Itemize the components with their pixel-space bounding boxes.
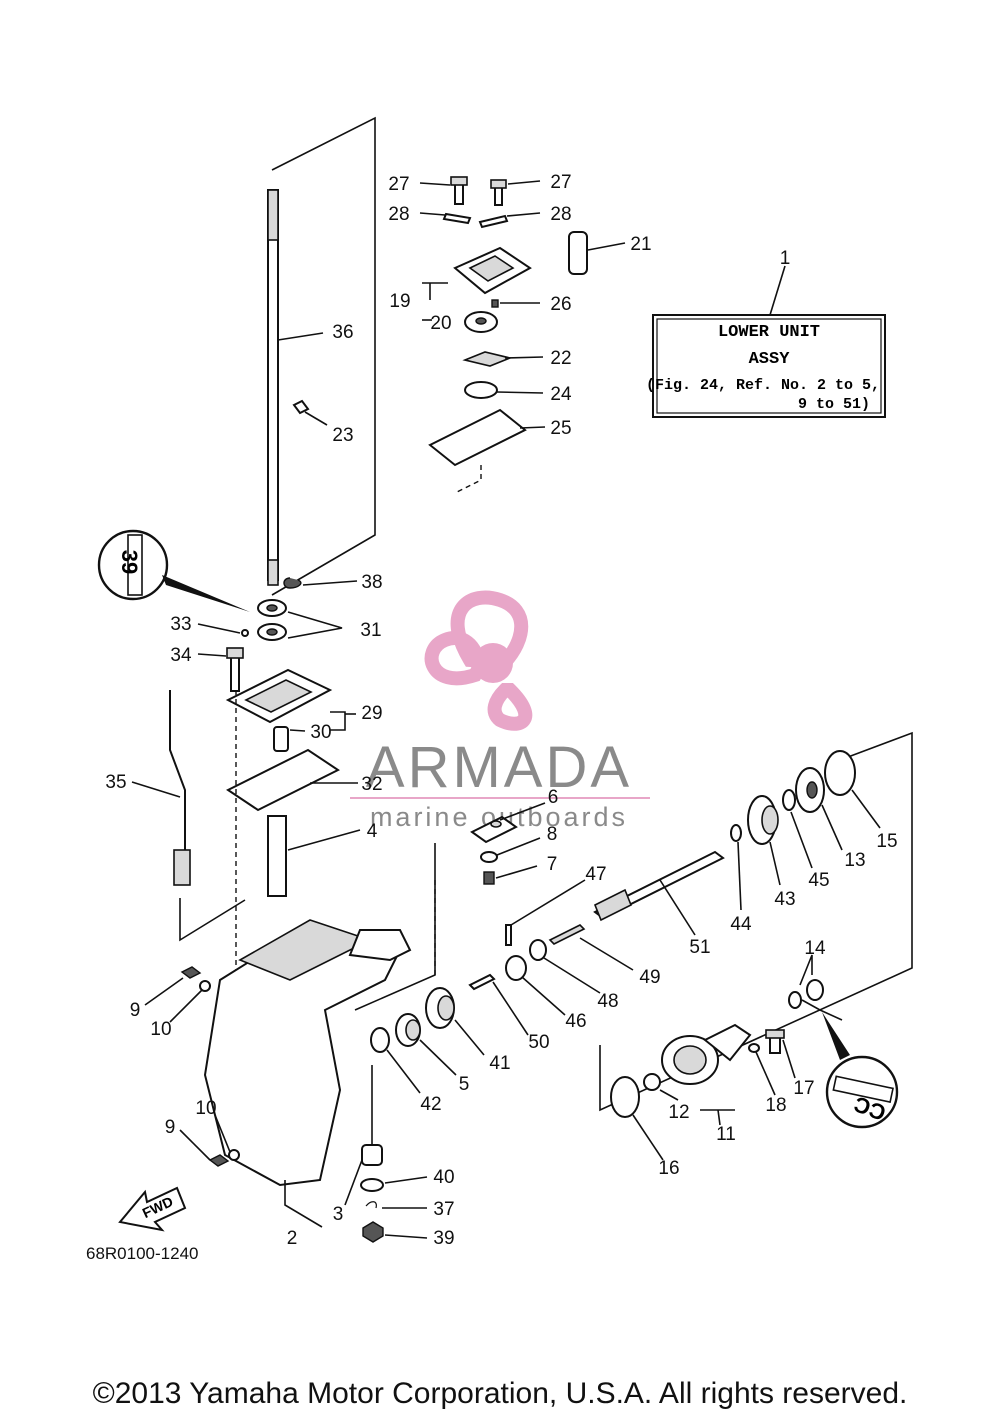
callout-47: 47 (585, 864, 606, 885)
callout-labels: 1 2 3 4 5 6 7 8 9 9 10 10 11 12 13 14 15… (105, 172, 897, 1249)
gear-shaft-group (344, 802, 634, 1243)
drive-shaft-group (267, 116, 376, 596)
callout-44: 44 (730, 914, 752, 935)
callout-27b: 27 (550, 172, 571, 193)
propeller-logo-icon (424, 590, 533, 731)
callout-48: 48 (597, 991, 618, 1012)
callout-17: 17 (793, 1078, 814, 1099)
callout-8: 8 (547, 824, 558, 845)
callout-27a: 27 (388, 174, 409, 195)
callout-36: 36 (332, 322, 353, 343)
upper-housing-group (131, 577, 361, 970)
forward-arrow-icon: FWD (118, 1186, 187, 1232)
callout-14: 14 (804, 938, 826, 959)
callout-11: 11 (716, 1124, 736, 1145)
callout-28a: 28 (388, 204, 409, 225)
callout-30: 30 (310, 722, 331, 743)
callout-51: 51 (689, 937, 710, 958)
callout-22: 22 (550, 348, 571, 369)
badge-top-text: 39 (117, 550, 142, 574)
callout-2: 2 (287, 1228, 298, 1249)
callout-43: 43 (774, 889, 795, 910)
callout-9a: 9 (130, 1000, 141, 1021)
callout-13: 13 (844, 850, 865, 871)
diagram-code: 68R0100-1240 (86, 1244, 199, 1263)
callout-38: 38 (361, 572, 382, 593)
callout-3: 3 (333, 1204, 344, 1225)
callout-33: 33 (170, 614, 191, 635)
callout-42: 42 (420, 1094, 441, 1115)
callout-15: 15 (876, 831, 897, 852)
callout-19: 19 (389, 291, 410, 312)
callout-6: 6 (548, 787, 559, 808)
callout-49: 49 (639, 967, 660, 988)
copyright-notice: ©2013 Yamaha Motor Corporation, U.S.A. A… (92, 1377, 908, 1410)
callout-29: 29 (361, 703, 382, 724)
callout-46: 46 (565, 1011, 586, 1032)
callout-41: 41 (489, 1053, 510, 1074)
callout-5: 5 (459, 1074, 470, 1095)
callout-26: 26 (550, 294, 571, 315)
callout-50: 50 (528, 1032, 549, 1053)
assy-note-2: 9 to 51) (798, 396, 870, 413)
assy-title: LOWER UNIT (718, 323, 820, 342)
assy-subtitle: ASSY (749, 350, 791, 369)
callout-4: 4 (367, 821, 378, 842)
callout-25: 25 (550, 418, 571, 439)
watermark-brand: ARMADA (366, 735, 632, 800)
assy-note-1: (Fig. 24, Ref. No. 2 to 5, (646, 377, 880, 394)
callout-40: 40 (433, 1167, 454, 1188)
propeller-shaft-group (593, 731, 913, 1161)
callout-32: 32 (361, 774, 382, 795)
callout-18: 18 (765, 1095, 786, 1116)
callout-10b: 10 (195, 1098, 216, 1119)
callout-7: 7 (547, 854, 558, 875)
callout-16: 16 (658, 1158, 679, 1179)
lubricant-badge-top: 39 (97, 529, 250, 612)
callout-31: 31 (360, 620, 381, 641)
callout-28b: 28 (550, 204, 571, 225)
callout-45: 45 (808, 870, 829, 891)
callout-20: 20 (430, 313, 451, 334)
water-pump-group (419, 176, 626, 494)
callout-12: 12 (668, 1102, 689, 1123)
armada-watermark: ARMADA marine outboards (350, 590, 650, 832)
lubricant-badge-bottom: CC (822, 1012, 899, 1129)
callout-1: 1 (780, 248, 791, 269)
callout-34: 34 (170, 645, 192, 666)
callout-9b: 9 (165, 1117, 176, 1138)
lower-unit-assy-box: LOWER UNIT ASSY (Fig. 24, Ref. No. 2 to … (646, 265, 886, 418)
callout-37: 37 (433, 1199, 454, 1220)
callout-23: 23 (332, 425, 353, 446)
callout-24: 24 (550, 384, 572, 405)
callout-21: 21 (630, 234, 651, 255)
lower-casing (144, 843, 436, 1228)
callout-35: 35 (105, 772, 126, 793)
callout-10a: 10 (150, 1019, 171, 1040)
callout-39: 39 (433, 1228, 454, 1249)
